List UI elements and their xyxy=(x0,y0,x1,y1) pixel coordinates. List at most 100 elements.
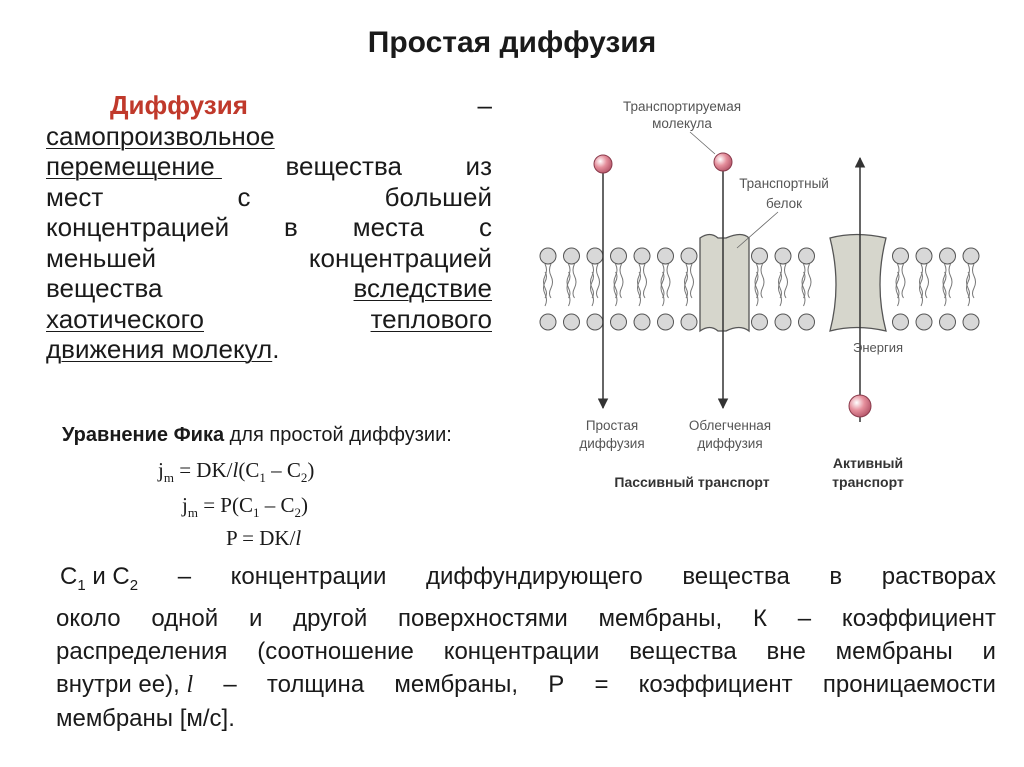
lipid-tail xyxy=(666,263,671,299)
lipid-head xyxy=(586,313,604,331)
lipid-tail xyxy=(690,263,694,299)
definition-word: мест xyxy=(46,181,104,212)
lipid-tail xyxy=(613,271,618,307)
definition-line: перемещение вещества из xyxy=(46,151,492,182)
lipid-head xyxy=(539,313,557,331)
definition-line: вещества вследствие xyxy=(46,273,492,304)
label-transport-protein: Транспортный xyxy=(739,176,829,191)
lipid-head xyxy=(915,313,933,331)
definition-line: самопроизвольное xyxy=(46,121,492,152)
eq-sub: 1 xyxy=(253,505,260,521)
definition-word: из xyxy=(465,151,492,181)
definition-period: . xyxy=(272,334,280,364)
explanation-word: распределения xyxy=(56,637,228,665)
lipid-head xyxy=(798,247,815,265)
fick-heading-rest: для простой диффузии: xyxy=(224,424,452,446)
lipid-head xyxy=(751,247,768,265)
lipid-head xyxy=(586,247,604,265)
label-passive-transport: Пассивный транспорт xyxy=(614,474,769,490)
lipid-head xyxy=(962,247,980,265)
explanation-word: около xyxy=(56,604,121,632)
definition-line: хаотического теплового xyxy=(46,304,492,335)
lipid-tail xyxy=(807,263,812,299)
lipid-tail xyxy=(895,271,900,307)
lipid-head xyxy=(892,313,909,331)
explanation-word: вещества xyxy=(629,637,737,665)
explanation-line: распределения (соотношение концентрации … xyxy=(46,635,996,668)
lipid-tail xyxy=(643,263,647,299)
definition-paragraph: Диффузия – самопроизвольное перемещение … xyxy=(46,90,492,365)
label-simple-diffusion: диффузия xyxy=(579,436,644,451)
definition-word: хаотического xyxy=(46,303,204,334)
fick-equation-1: jm = DK/l(C1 – C2) xyxy=(158,458,314,486)
explanation-paragraph: C1 и C2 – концентрации диффундирующего в… xyxy=(46,560,996,735)
lipid-head xyxy=(774,313,792,331)
lipid-tail xyxy=(596,263,600,299)
definition-word: самопроизвольное xyxy=(46,120,275,151)
explanation-text: внутри ее), xyxy=(56,670,180,698)
eq-text: (C xyxy=(238,458,260,482)
lipid-head xyxy=(939,313,956,331)
lipid-tail xyxy=(754,271,759,307)
lipid-head xyxy=(657,313,674,331)
definition-word: с xyxy=(479,212,492,242)
definition-word: большей xyxy=(384,181,492,212)
lipid-head xyxy=(962,313,980,331)
explanation-word: – xyxy=(797,604,812,632)
lipid-tail xyxy=(919,271,923,307)
explanation-word: одной xyxy=(151,604,219,632)
lipid-tail xyxy=(948,263,953,299)
definition-dash: – xyxy=(477,90,492,120)
explanation-word: (соотношение xyxy=(257,637,414,665)
definition-word: вещества xyxy=(46,273,163,303)
definition-word: вследствие xyxy=(353,273,492,303)
fick-heading-bold: Уравнение Фика xyxy=(62,424,225,446)
label-transported-molecule: Транспортируемая xyxy=(623,99,741,114)
explanation-word: и xyxy=(982,637,996,665)
lipid-head xyxy=(798,313,815,331)
lipid-head xyxy=(680,313,698,331)
lipid-tail xyxy=(784,263,788,299)
lipid-tail xyxy=(778,263,782,299)
lipid-head xyxy=(633,247,651,265)
explanation-word: Р xyxy=(548,670,565,698)
lipid-head xyxy=(915,247,933,265)
explanation-line: мембраны [м/с]. xyxy=(46,702,996,735)
definition-word: меньшей xyxy=(46,242,157,273)
transport-protein-facilitated xyxy=(699,233,750,333)
explanation-word: концентрации xyxy=(230,563,387,590)
lipid-head xyxy=(657,247,674,265)
eq-italic: l xyxy=(232,458,239,482)
lipid-head xyxy=(563,313,580,331)
label-transport-protein: белок xyxy=(766,196,802,211)
eq-text: ) xyxy=(301,493,309,517)
lipid-tail xyxy=(684,271,688,307)
transported-molecule xyxy=(848,394,872,418)
explanation-word: диффундирующего xyxy=(425,563,643,590)
label-energy: Энергия xyxy=(853,340,903,355)
lipid-tail xyxy=(684,263,688,299)
explanation-word: толщина xyxy=(266,670,365,698)
explanation-word: = xyxy=(594,670,609,698)
label-facilitated-diffusion: диффузия xyxy=(697,436,762,451)
eq-text: P = DK/ xyxy=(226,526,296,550)
eq-text: ) xyxy=(307,458,315,482)
lipid-tail xyxy=(966,271,970,307)
explanation-word: растворах xyxy=(881,563,996,590)
lipid-head xyxy=(633,313,651,331)
eq-sub: m xyxy=(163,470,174,486)
lipid-tail xyxy=(895,263,900,299)
explanation-word: мембраны, xyxy=(598,604,723,632)
eq-sub: 1 xyxy=(259,470,266,486)
lipid-tail xyxy=(901,263,906,299)
lipid-tail xyxy=(972,263,976,299)
lipid-tail xyxy=(942,271,947,307)
definition-line: Диффузия – xyxy=(46,90,492,121)
lipid-head xyxy=(539,247,557,265)
lipid-tail xyxy=(619,263,624,299)
transported-molecule xyxy=(713,152,733,172)
definition-word: с xyxy=(237,181,251,212)
definition-term: Диффузия xyxy=(110,90,248,120)
explanation-line: внутри ее), l – толщина мембраны, Р = ко… xyxy=(46,668,996,702)
explanation-line: около одной и другой поверхностями мембр… xyxy=(46,602,996,635)
